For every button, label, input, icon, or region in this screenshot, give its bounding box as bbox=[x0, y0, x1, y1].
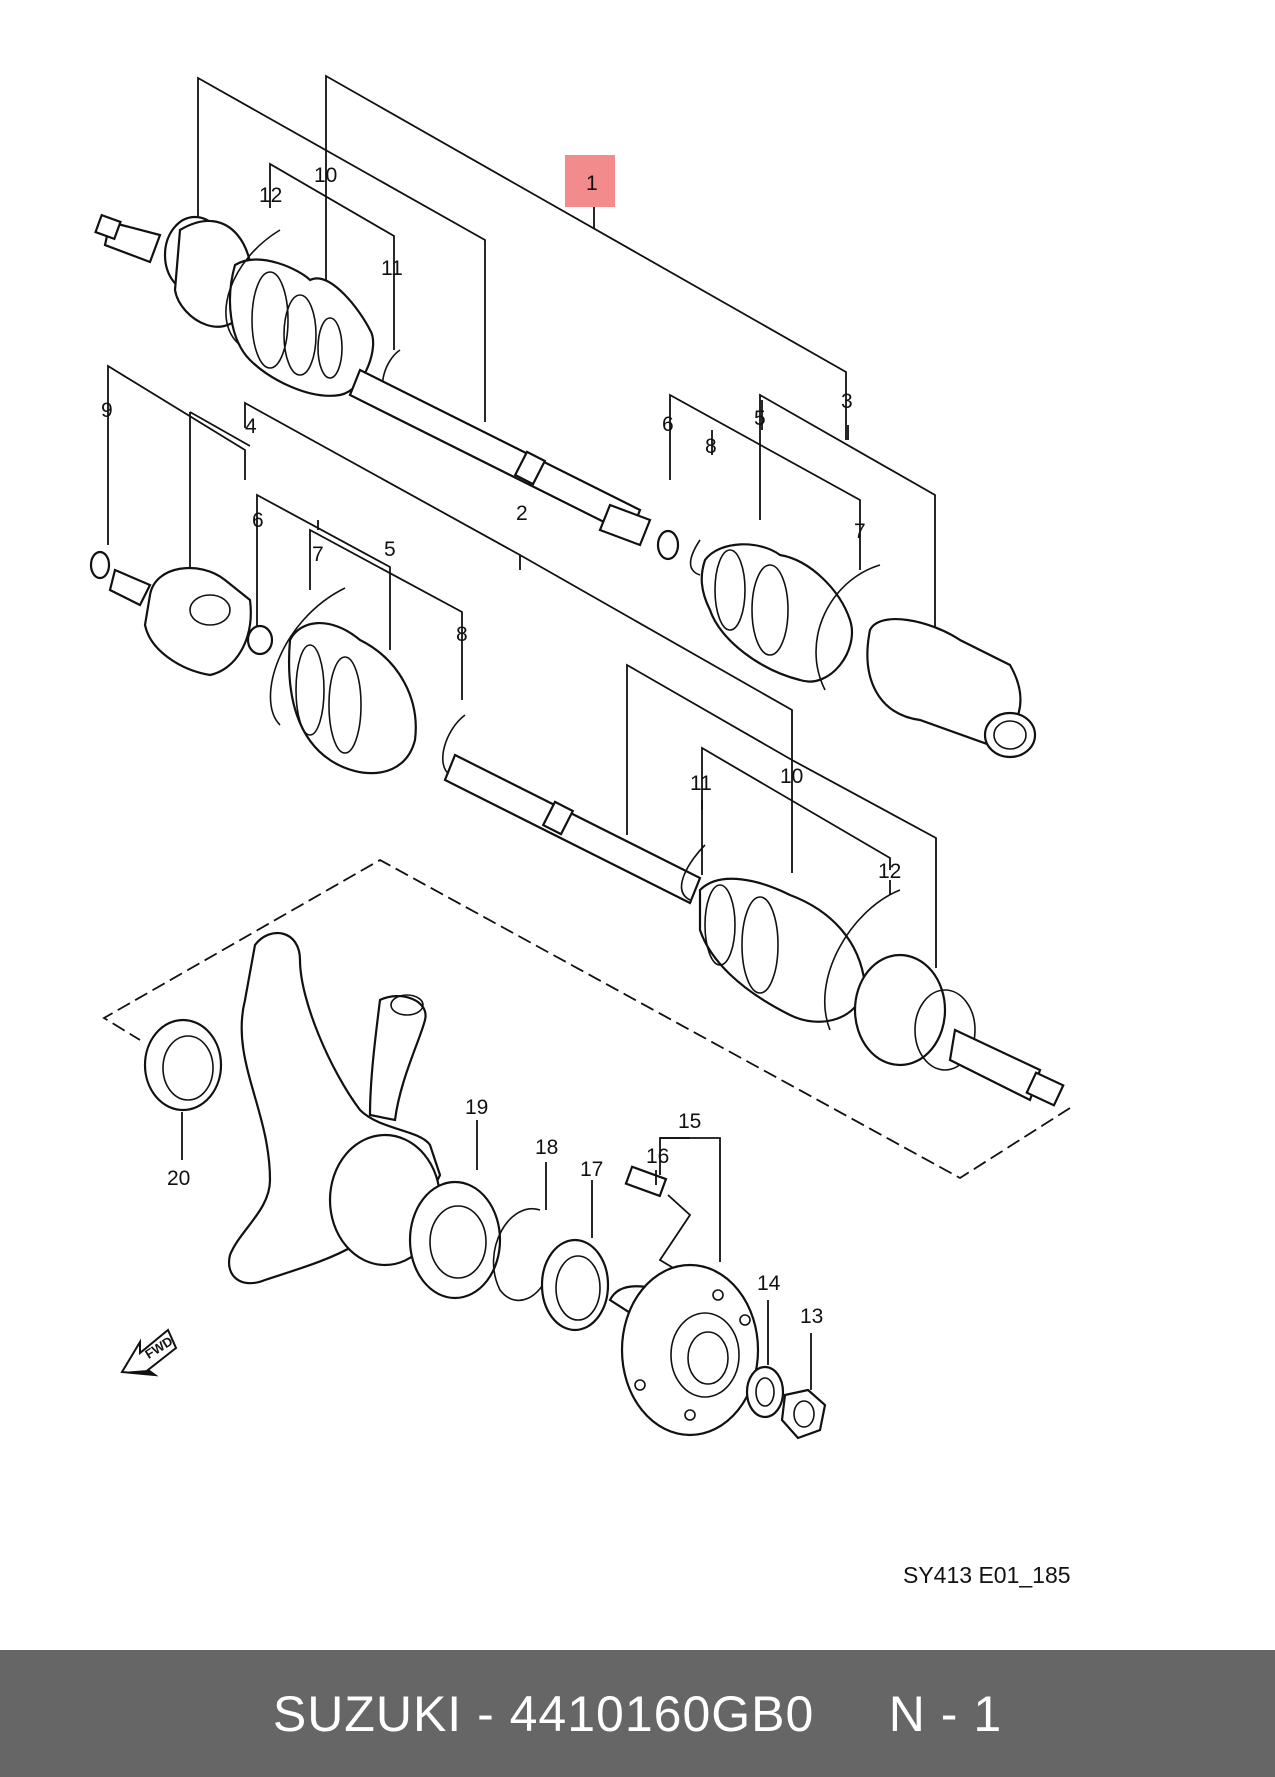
callout-10: 10 bbox=[780, 765, 803, 788]
footer-bar: SUZUKI - 4410160GB0 N - 1 bbox=[0, 1650, 1275, 1777]
footer-part-number: SUZUKI - 4410160GB0 N - 1 bbox=[272, 1685, 1003, 1742]
callout-16: 16 bbox=[646, 1145, 669, 1168]
upper-shaft-assembly bbox=[94, 74, 1037, 759]
callout-9: 9 bbox=[101, 399, 113, 422]
callout-5: 5 bbox=[754, 407, 766, 430]
callout-13: 13 bbox=[800, 1305, 823, 1328]
exploded-parts-diagram: FWD 1 2 3 4 5 5 6 6 7 7 8 8 9 10 10 11 1… bbox=[89, 74, 1071, 1440]
lower-shaft-assembly bbox=[89, 364, 1071, 1180]
callout-4: 4 bbox=[245, 415, 257, 438]
callout-5: 5 bbox=[384, 538, 396, 561]
diagram-reference-code: SY413 E01_185 bbox=[903, 1562, 1071, 1588]
callout-6: 6 bbox=[662, 413, 674, 436]
callout-3: 3 bbox=[841, 390, 853, 413]
callout-15: 15 bbox=[678, 1110, 701, 1133]
callout-8: 8 bbox=[456, 623, 468, 646]
callout-10: 10 bbox=[314, 164, 337, 187]
highlight-box bbox=[565, 155, 615, 207]
callout-20: 20 bbox=[167, 1167, 190, 1190]
fwd-arrow-icon: FWD bbox=[120, 1328, 178, 1377]
callout-7: 7 bbox=[854, 520, 866, 543]
callout-14: 14 bbox=[757, 1272, 781, 1295]
callout-12: 12 bbox=[878, 860, 901, 883]
callout-11: 11 bbox=[690, 772, 712, 795]
callout-18: 18 bbox=[535, 1136, 558, 1159]
callout-1: 1 bbox=[586, 172, 598, 195]
callout-12: 12 bbox=[259, 184, 282, 207]
callout-8: 8 bbox=[705, 435, 717, 458]
knuckle-hub-assembly bbox=[143, 931, 827, 1440]
callout-6: 6 bbox=[252, 509, 264, 532]
callout-7: 7 bbox=[312, 543, 324, 566]
callout-11: 11 bbox=[381, 257, 403, 280]
callout-19: 19 bbox=[465, 1096, 488, 1119]
callout-17: 17 bbox=[580, 1158, 603, 1181]
callout-labels: 1 2 3 4 5 5 6 6 7 7 8 8 9 10 10 11 11 12… bbox=[101, 164, 901, 1328]
callout-2: 2 bbox=[516, 502, 528, 525]
